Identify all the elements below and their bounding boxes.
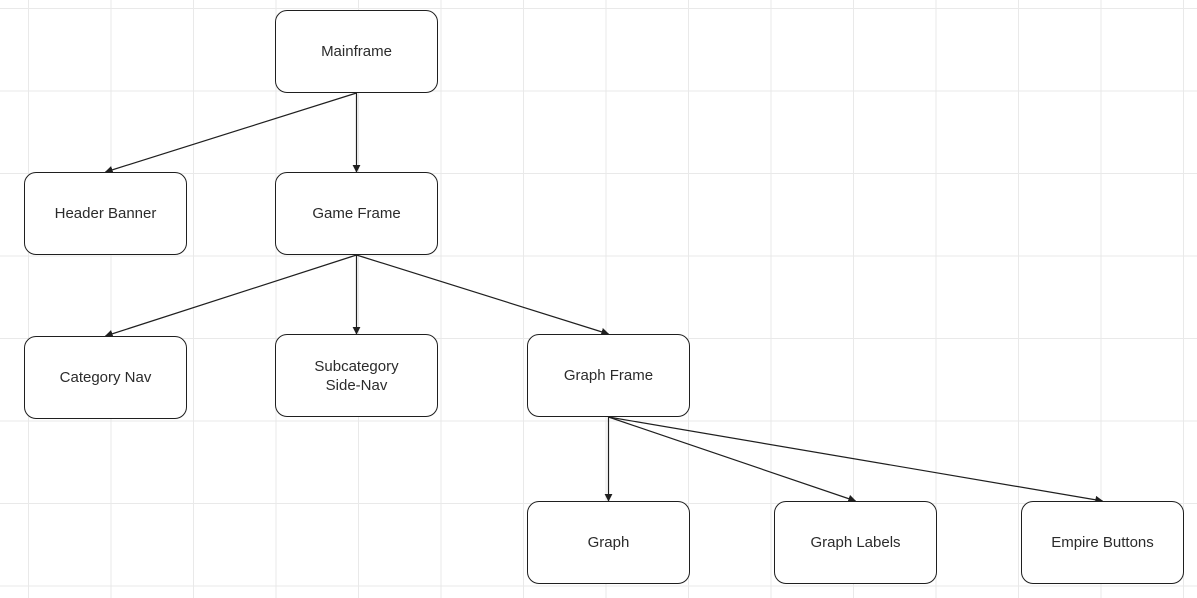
node-subcategory-side-nav[interactable]: Subcategory Side-Nav — [275, 334, 438, 417]
connector-graph-frame-to-graph-labels — [608, 416, 857, 503]
connector-mainframe-to-header-banner — [104, 92, 357, 174]
node-label-category-nav: Category Nav — [59, 369, 152, 386]
node-mainframe[interactable]: Mainframe — [275, 10, 438, 93]
connector-game-frame-to-category-nav — [104, 254, 357, 338]
node-label-graph-frame: Graph Frame — [563, 367, 654, 384]
node-label-subcategory-side-nav: Subcategory Side-Nav — [314, 357, 399, 394]
node-label-empire-buttons: Empire Buttons — [1051, 534, 1154, 551]
node-label-game-frame: Game Frame — [312, 205, 401, 222]
node-empire-buttons[interactable]: Empire Buttons — [1021, 501, 1184, 584]
node-label-graph-labels: Graph Labels — [810, 534, 901, 551]
node-game-frame[interactable]: Game Frame — [275, 172, 438, 255]
node-label-mainframe: Mainframe — [321, 43, 392, 60]
connector-game-frame-to-graph-frame — [356, 254, 610, 336]
node-graph-labels[interactable]: Graph Labels — [774, 501, 937, 584]
node-graph-frame[interactable]: Graph Frame — [527, 334, 690, 417]
node-header-banner[interactable]: Header Banner — [24, 172, 187, 255]
connector-graph-frame-to-empire-buttons — [608, 416, 1104, 504]
node-category-nav[interactable]: Category Nav — [24, 336, 187, 419]
node-graph[interactable]: Graph — [527, 501, 690, 584]
node-label-graph: Graph — [587, 534, 630, 551]
node-label-header-banner: Header Banner — [54, 205, 157, 222]
